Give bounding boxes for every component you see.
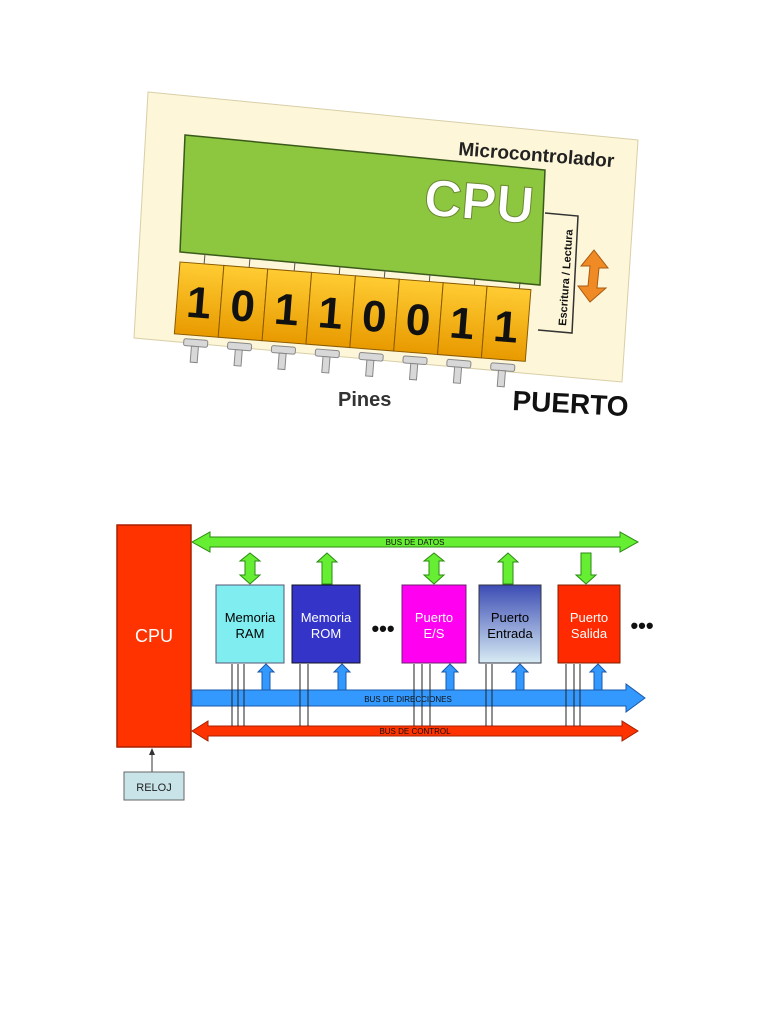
mc-cpu-label: CPU xyxy=(422,169,536,235)
data-bus-arrow xyxy=(190,531,640,553)
data-bus-label: BUS DE DATOS xyxy=(386,538,445,547)
pins-label: Pines xyxy=(338,389,391,411)
connector-rom-data xyxy=(315,552,339,585)
control-bus-label: BUS DE CONTROL xyxy=(379,727,451,736)
arch-cpu-block xyxy=(116,524,192,748)
pin-icon xyxy=(226,341,253,367)
module-memoria-rom xyxy=(291,584,361,664)
module-label: ROM xyxy=(311,626,341,641)
architecture-diagram: CPU RELOJ BUS DE DATOS BUS DE DIRECCIONE… xyxy=(116,524,654,801)
pins xyxy=(183,338,516,388)
pin-icon xyxy=(402,355,428,381)
module-label: Memoria xyxy=(225,610,276,625)
module-label: Entrada xyxy=(487,626,533,641)
pin-icon xyxy=(314,348,340,374)
connector-ram-data xyxy=(238,552,262,585)
bit-value: 1 xyxy=(316,288,344,339)
module-puerto-entrada xyxy=(478,584,542,664)
bit-value: 1 xyxy=(185,278,213,329)
connector-salida-data xyxy=(574,552,598,585)
pin-icon xyxy=(490,362,516,388)
module-memoria-ram xyxy=(215,584,285,664)
bit-value: 0 xyxy=(360,292,388,343)
ellipsis-middle: ••• xyxy=(371,616,394,641)
module-puerto-es xyxy=(401,584,467,664)
mc-port-register: 1 0 1 1 0 0 1 1 xyxy=(173,261,532,388)
rw-bracket xyxy=(537,212,579,334)
control-lines xyxy=(231,664,581,726)
bit-value: 0 xyxy=(229,281,257,332)
microcontroller-figure: Microcontrolador CPU 1 xyxy=(133,91,639,422)
rw-double-arrow-icon xyxy=(577,249,610,303)
address-bus-connectors xyxy=(256,663,608,691)
module-label: Puerto xyxy=(491,610,529,625)
clock-label: RELOJ xyxy=(136,782,171,794)
clock-arrow-icon xyxy=(149,748,155,755)
module-label: Memoria xyxy=(301,610,352,625)
data-bus-connectors xyxy=(238,552,598,585)
mc-cpu-block xyxy=(179,134,546,286)
module-puerto-salida xyxy=(557,584,621,664)
ellipsis-right: ••• xyxy=(630,613,653,638)
clock-block xyxy=(123,771,185,801)
address-bus-label: BUS DE DIRECCIONES xyxy=(364,695,452,704)
bit-value: 0 xyxy=(404,295,432,346)
arch-cpu-label: CPU xyxy=(135,626,173,646)
pin-icon xyxy=(446,358,472,384)
module-label: RAM xyxy=(236,626,265,641)
pin-icon xyxy=(183,338,209,364)
connector-entrada-data xyxy=(496,552,520,585)
module-label: Salida xyxy=(571,626,608,641)
module-label: Puerto xyxy=(415,610,453,625)
address-bus-arrow xyxy=(191,683,646,713)
connector-es-data xyxy=(422,552,446,585)
bit-value: 1 xyxy=(448,298,476,349)
port-label: PUERTO xyxy=(512,385,630,422)
module-label: Puerto xyxy=(570,610,608,625)
pin-icon xyxy=(358,352,384,378)
module-label: E/S xyxy=(424,626,445,641)
pin-icon xyxy=(270,345,297,371)
control-bus-arrow xyxy=(191,720,639,742)
bit-cell xyxy=(480,285,532,362)
bit-value: 1 xyxy=(492,302,520,353)
bit-value: 1 xyxy=(272,285,300,336)
